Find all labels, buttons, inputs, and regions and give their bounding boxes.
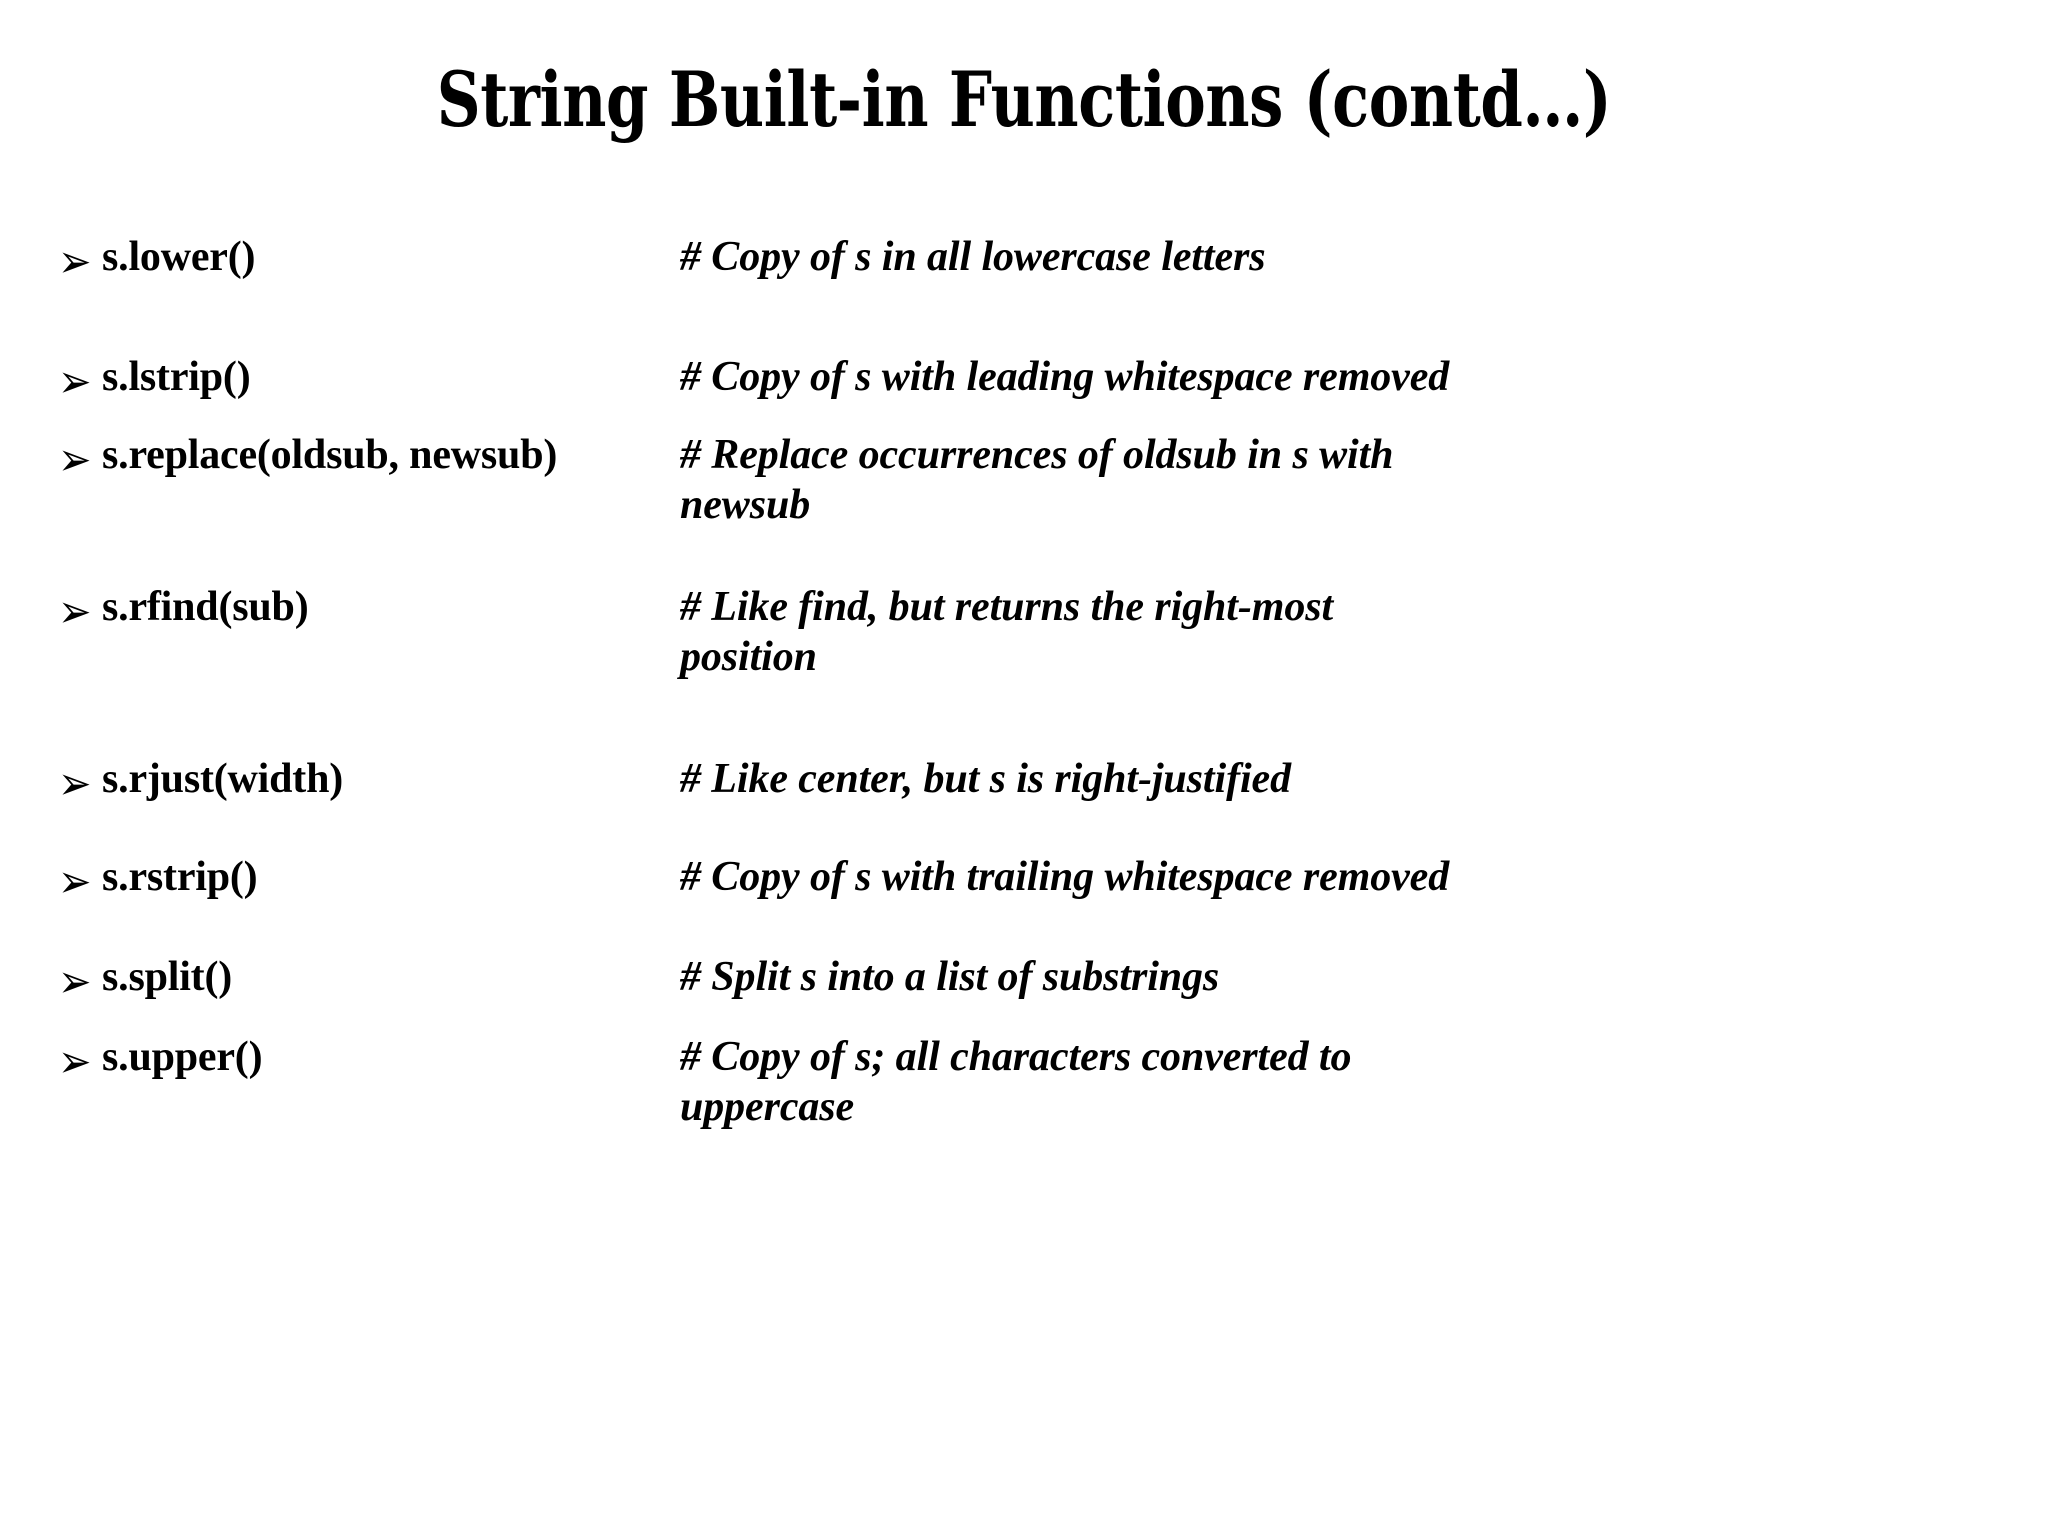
function-name: s.lstrip() [102, 354, 251, 400]
list-item: ➢ s.rjust(width) # Like center, but s is… [0, 754, 2048, 811]
arrowhead-bullet-icon: ➢ [58, 855, 92, 909]
function-name: s.lower() [102, 234, 256, 280]
list-item: ➢ s.replace(oldsub, newsub) # Replace oc… [0, 430, 2048, 530]
function-description: # Split s into a list of substrings [680, 954, 1220, 1000]
list-item: ➢ s.rfind(sub) # Like find, but returns … [0, 582, 2048, 682]
arrowhead-bullet-icon: ➢ [58, 235, 92, 289]
list-item: ➢ s.lstrip() # Copy of s with leading wh… [0, 352, 2048, 409]
function-name: s.rfind(sub) [102, 584, 309, 630]
arrowhead-bullet-icon: ➢ [58, 433, 92, 487]
function-name: s.rjust(width) [102, 756, 344, 802]
function-description: # Copy of s; all characters converted to… [680, 1034, 1352, 1130]
function-name: s.replace(oldsub, newsub) [102, 432, 558, 478]
function-description: # Like find, but returns the right-most … [680, 584, 1334, 680]
function-description: # Copy of s with trailing whitespace rem… [680, 854, 1450, 900]
function-description: # Copy of s with leading whitespace remo… [680, 354, 1450, 400]
function-description: # Like center, but s is right-justified [680, 756, 1291, 802]
arrowhead-bullet-icon: ➢ [58, 585, 92, 639]
function-name: s.rstrip() [102, 854, 258, 900]
arrowhead-bullet-icon: ➢ [58, 1035, 92, 1089]
function-name: s.upper() [102, 1034, 263, 1080]
function-name: s.split() [102, 954, 233, 1000]
arrowhead-bullet-icon: ➢ [58, 955, 92, 1009]
function-list: ➢ s.lower() # Copy of s in all lowercase… [0, 232, 2048, 1132]
arrowhead-bullet-icon: ➢ [58, 355, 92, 409]
list-item: ➢ s.lower() # Copy of s in all lowercase… [0, 232, 2048, 289]
function-description: # Replace occurrences of oldsub in s wit… [680, 432, 1394, 528]
page-title: String Built-in Functions (contd…) [436, 55, 1612, 144]
function-description: # Copy of s in all lowercase letters [680, 234, 1266, 280]
arrowhead-bullet-icon: ➢ [58, 757, 92, 811]
list-item: ➢ s.split() # Split s into a list of sub… [0, 952, 2048, 1009]
list-item: ➢ s.upper() # Copy of s; all characters … [0, 1032, 2048, 1132]
list-item: ➢ s.rstrip() # Copy of s with trailing w… [0, 852, 2048, 909]
